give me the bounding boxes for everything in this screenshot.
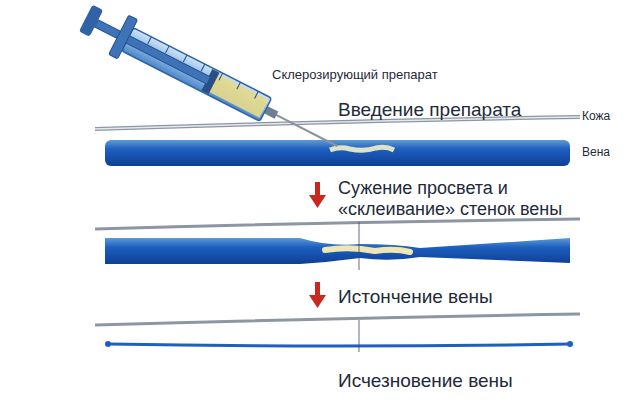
step-label: Истончение вены <box>338 286 598 308</box>
marker-line <box>359 222 360 270</box>
glued-walls <box>325 248 410 252</box>
drug-label: Склерозирующий препарат <box>272 68 472 83</box>
step-label: Сужение просвета и «склеивание» стенок в… <box>338 178 608 219</box>
vein-end <box>567 341 573 347</box>
syringe <box>76 0 347 166</box>
skin-line <box>95 219 580 229</box>
down-arrow <box>309 282 326 308</box>
part-label: Вена <box>582 146 638 160</box>
marker-line <box>359 320 360 352</box>
vein <box>105 140 570 166</box>
skin-line <box>95 314 580 325</box>
vein-end <box>105 341 111 347</box>
step-label: Введение препарата <box>338 99 568 121</box>
narrowed-vein <box>105 238 570 264</box>
injected-drug <box>330 147 394 150</box>
down-arrow <box>309 182 326 208</box>
thinned-vein <box>108 344 570 346</box>
step-label: Исчезновение вены <box>338 370 618 392</box>
part-label: Кожа <box>582 110 638 124</box>
